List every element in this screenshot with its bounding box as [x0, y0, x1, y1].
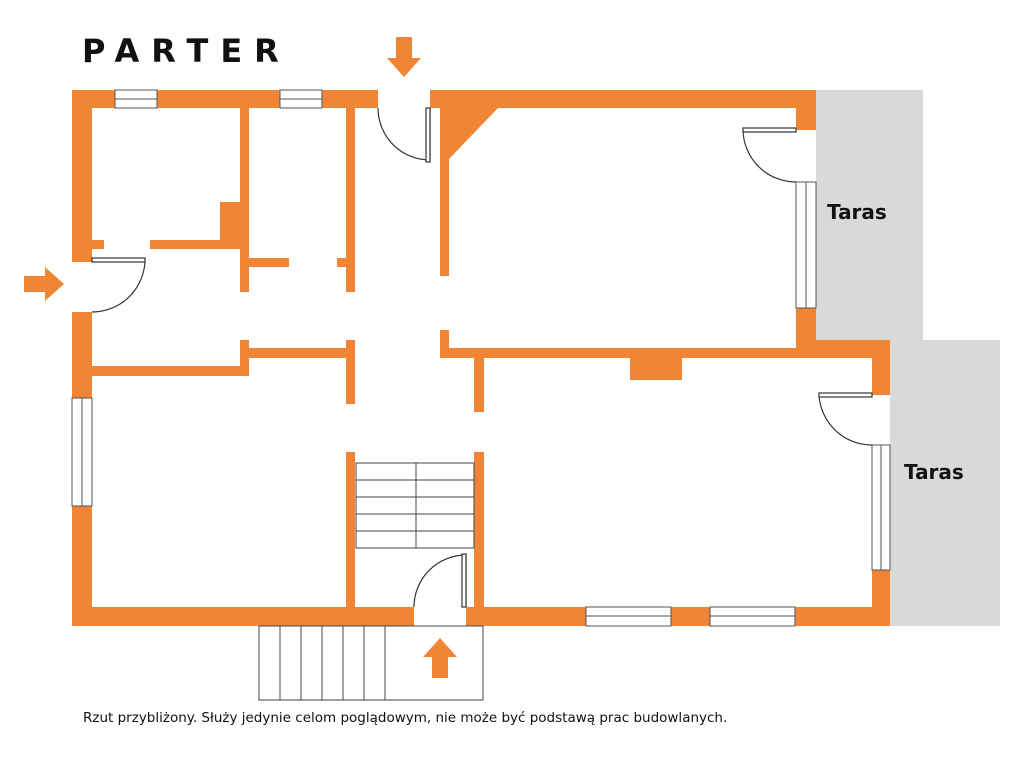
floor-title: PARTER	[82, 32, 291, 70]
arrow-icon-left	[24, 267, 64, 301]
terrace-label-upper: Taras	[827, 200, 887, 224]
interior-stairs	[355, 462, 475, 549]
door-lower-terrace	[818, 392, 873, 446]
arrow-icon-top	[387, 37, 421, 77]
doors	[91, 107, 873, 608]
door-bottom-entrance	[413, 553, 467, 608]
interior-walls	[92, 108, 796, 607]
disclaimer-text: Rzut przybliżony. Służy jedynie celom po…	[83, 710, 728, 726]
terrace-area-lower	[890, 340, 1000, 626]
entrance-arrows	[24, 37, 457, 678]
arrow-icon-bottom	[423, 638, 457, 678]
windows	[71, 89, 891, 627]
terrace-area-upper	[815, 90, 923, 340]
door-left-entrance	[91, 257, 146, 313]
exterior-steps	[258, 625, 484, 701]
door-top-entrance	[377, 107, 431, 163]
door-upper-terrace	[742, 127, 797, 183]
terrace-label-lower: Taras	[904, 460, 964, 484]
